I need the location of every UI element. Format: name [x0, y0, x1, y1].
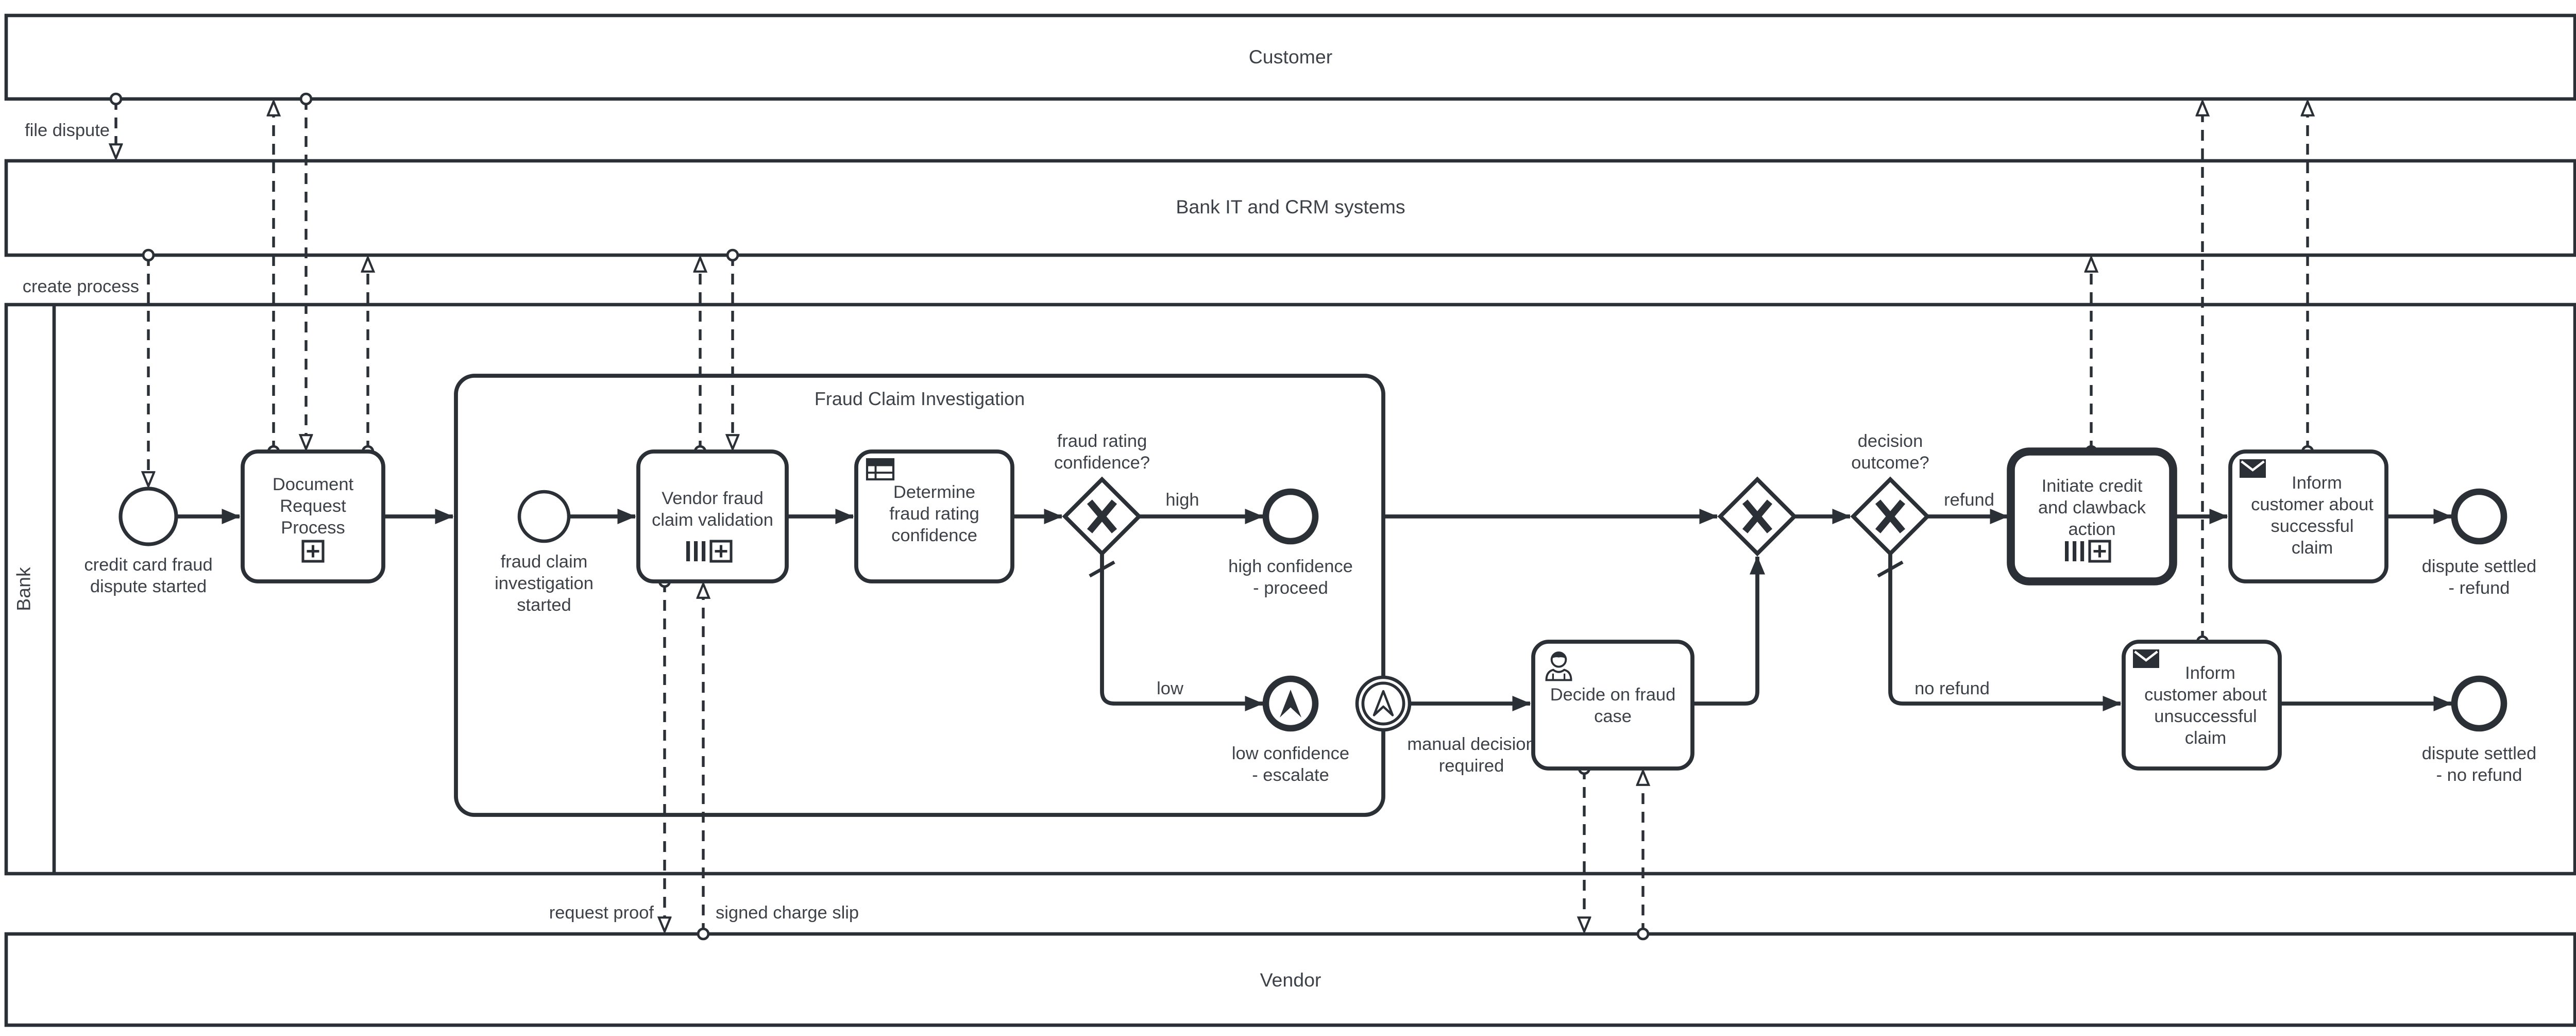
inform-unsuccess-label-line2: customer about	[2144, 685, 2267, 705]
decide-label-line1: Decide on fraud	[1550, 685, 1676, 705]
message-icon	[2133, 649, 2159, 668]
escalation-icon-outline	[1372, 690, 1394, 716]
end-low-label-line1: low confidence	[1232, 744, 1349, 763]
inform-success-label-line2: customer about	[2251, 495, 2374, 514]
gateway-rating-label-line1: fraud rating	[1057, 431, 1147, 451]
escalation-icon-filled	[1280, 690, 1301, 717]
end-event-high-confidence-proceed[interactable]	[1262, 488, 1319, 545]
end-event-low-confidence-escalate[interactable]	[1262, 675, 1319, 732]
flow-label-no-refund: no refund	[1914, 679, 1990, 698]
default-flow-slash-no-refund	[1877, 560, 1904, 578]
gateway-outcome-label-line2: outcome?	[1851, 453, 1929, 473]
pool-bank-it-crm[interactable]: Bank IT and CRM systems	[4, 159, 2576, 257]
xor-icon	[1875, 499, 1906, 533]
subprocess-fraud-claim-investigation-label: Fraud Claim Investigation	[815, 388, 1025, 409]
gateway-rating-label-line2: confidence?	[1054, 453, 1150, 473]
task-document-request-process[interactable]: Document Request Process	[241, 449, 385, 583]
pool-vendor[interactable]: Vendor	[4, 932, 2576, 1027]
inform-success-label-line4: claim	[2292, 538, 2333, 558]
business-rule-icon	[866, 458, 895, 481]
task-inform-customer-unsuccessful-claim[interactable]: Inform customer about unsuccessful claim	[2122, 640, 2282, 771]
message-label-request-proof: request proof	[549, 903, 654, 923]
collapsed-subprocess-icon	[301, 540, 325, 563]
start-event-investigation-label-line3: started	[517, 595, 571, 615]
start-event-fraud-claim-investigation-started[interactable]	[517, 490, 571, 543]
end-no-refund-label-line1: dispute settled	[2422, 744, 2536, 763]
collapsed-subprocess-icon	[709, 540, 733, 563]
vendor-validation-label-line1: Vendor fraud	[662, 489, 764, 508]
user-icon	[1545, 651, 1572, 681]
initiate-label-line1: Initiate credit	[2042, 476, 2143, 496]
inform-success-label-line3: successful	[2270, 516, 2353, 536]
default-flow-slash-low	[1089, 560, 1115, 578]
flow-low-default[interactable]	[1100, 554, 1264, 711]
task-determine-fraud-rating-confidence[interactable]: Determine fraud rating confidence	[854, 449, 1014, 583]
task-document-request-label-line2: Request	[280, 496, 346, 516]
task-document-request-label-line3: Process	[281, 518, 345, 538]
end-event-dispute-settled-no-refund[interactable]	[2451, 675, 2507, 732]
start-event-credit-card-fraud-dispute-started[interactable]	[118, 487, 178, 546]
determine-label-line2: fraud rating	[889, 504, 979, 524]
flow-no-refund-default[interactable]	[1888, 554, 2122, 711]
pool-customer[interactable]: Customer	[4, 13, 2576, 101]
flow-label-refund: refund	[1944, 490, 1994, 510]
boundary-event-label-line1: manual decision	[1407, 734, 1535, 754]
start-event-investigation-label-line2: investigation	[495, 574, 594, 593]
determine-label-line1: Determine	[893, 482, 975, 502]
message-label-create-process: create process	[23, 277, 139, 296]
gateway-decision-outcome[interactable]	[1850, 476, 1930, 557]
flow-decide-to-merge-gateway[interactable]	[1692, 556, 1765, 706]
message-label-signed-charge-slip: signed charge slip	[716, 903, 859, 923]
message-label-file-dispute: file dispute	[25, 121, 110, 140]
inform-unsuccess-label-line3: unsuccessful	[2154, 707, 2257, 726]
flow-label-high: high	[1165, 490, 1199, 510]
initiate-label-line3: action	[2068, 520, 2115, 539]
end-event-dispute-settled-refund[interactable]	[2451, 488, 2507, 545]
inform-success-label-line1: Inform	[2292, 473, 2342, 493]
pool-bank-label: Bank	[13, 567, 35, 611]
flow-label-low: low	[1157, 679, 1183, 698]
task-decide-on-fraud-case[interactable]: Decide on fraud case	[1531, 640, 1694, 771]
collapsed-subprocess-icon	[2088, 540, 2111, 563]
inform-unsuccess-label-line1: Inform	[2185, 663, 2235, 683]
subprocess-vendor-fraud-claim-validation[interactable]: Vendor fraud claim validation	[636, 449, 789, 583]
gateway-outcome-label-line1: decision	[1858, 431, 1923, 451]
pool-customer-label: Customer	[1249, 46, 1333, 68]
end-high-label-line1: high confidence	[1228, 557, 1353, 576]
sequential-multi-instance-icon	[2065, 541, 2084, 561]
gateway-merge[interactable]	[1717, 476, 1798, 557]
task-document-request-label-line1: Document	[273, 475, 354, 494]
decide-label-line2: case	[1594, 707, 1632, 726]
end-refund-label-line2: - refund	[2449, 578, 2510, 598]
end-no-refund-label-line2: - no refund	[2436, 765, 2522, 785]
start-event-credit-card-label-line1: credit card fraud	[84, 555, 212, 575]
inform-unsuccess-label-line4: claim	[2185, 728, 2227, 748]
call-activity-initiate-credit-and-clawback-action[interactable]: Initiate credit and clawback action	[2007, 447, 2177, 586]
start-event-credit-card-label-line2: dispute started	[90, 577, 207, 596]
message-icon	[2240, 459, 2266, 478]
determine-label-line3: confidence	[891, 526, 977, 545]
xor-icon	[1742, 499, 1773, 533]
end-refund-label-line1: dispute settled	[2422, 557, 2536, 576]
gateway-fraud-rating-confidence[interactable]	[1062, 476, 1142, 557]
end-high-label-line2: - proceed	[1253, 578, 1328, 598]
boundary-event-manual-decision-required[interactable]	[1355, 675, 1412, 732]
xor-icon	[1087, 499, 1117, 533]
sequential-multi-instance-icon	[686, 541, 706, 561]
pool-bank-it-crm-label: Bank IT and CRM systems	[1176, 196, 1405, 218]
task-inform-customer-successful-claim[interactable]: Inform customer about successful claim	[2228, 449, 2388, 583]
initiate-label-line2: and clawback	[2038, 498, 2146, 517]
end-low-label-line2: - escalate	[1252, 765, 1329, 785]
start-event-investigation-label-line1: fraud claim	[501, 552, 588, 572]
vendor-validation-label-line2: claim validation	[652, 510, 773, 530]
pool-vendor-label: Vendor	[1260, 969, 1321, 991]
boundary-event-label-line2: required	[1439, 756, 1504, 776]
